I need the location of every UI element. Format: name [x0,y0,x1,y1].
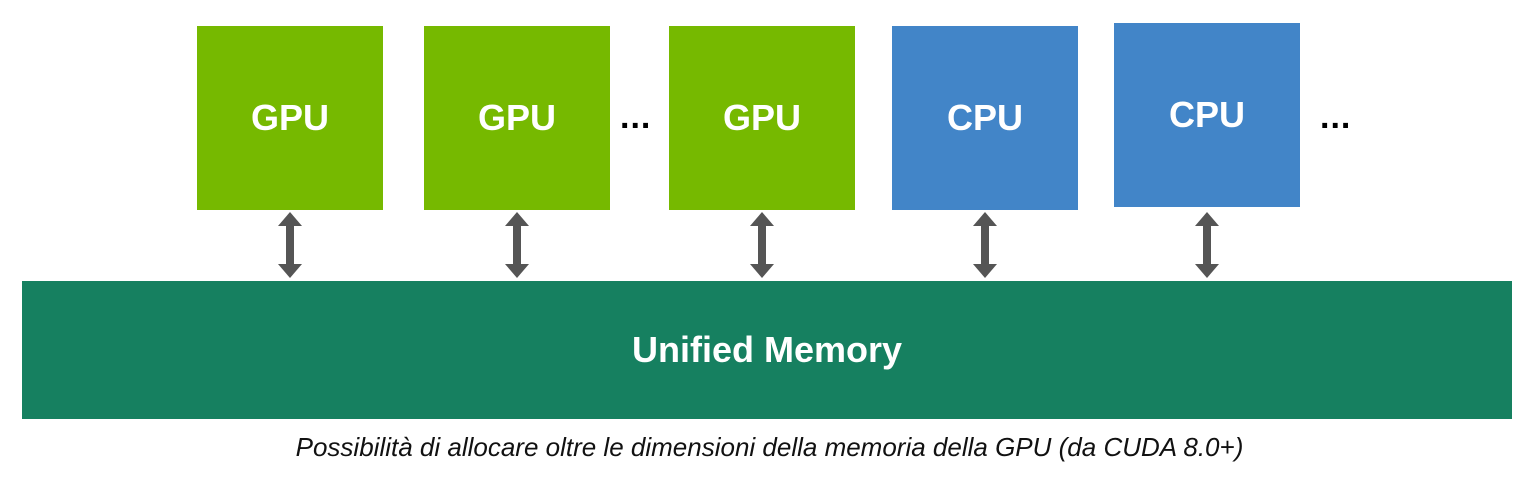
caption: Possibilità di allocare oltre le dimensi… [295,432,1244,462]
cpu-box-1: CPU [892,26,1078,210]
gpu-label: GPU [250,97,329,138]
double-arrow-icon [1195,212,1219,278]
gpu-label: GPU [722,97,801,138]
unified-memory-block: Unified Memory [22,281,1512,419]
memory-label: Unified Memory [631,329,903,370]
cpu-ellipsis: ... [1320,98,1352,136]
gpu-box-3: GPU [669,26,855,210]
double-arrow-icon [750,212,774,278]
cpu-label: CPU [1168,94,1245,135]
gpu-box-1: GPU [197,26,383,210]
gpu-box-2: GPU [424,26,610,210]
gpu-label: GPU [477,97,556,138]
gpu-ellipsis: ... [620,98,652,136]
double-arrow-icon [278,212,302,278]
cpu-label: CPU [946,97,1023,138]
double-arrow-icon [505,212,529,278]
double-arrow-icon [973,212,997,278]
cpu-box-2: CPU [1114,23,1300,207]
